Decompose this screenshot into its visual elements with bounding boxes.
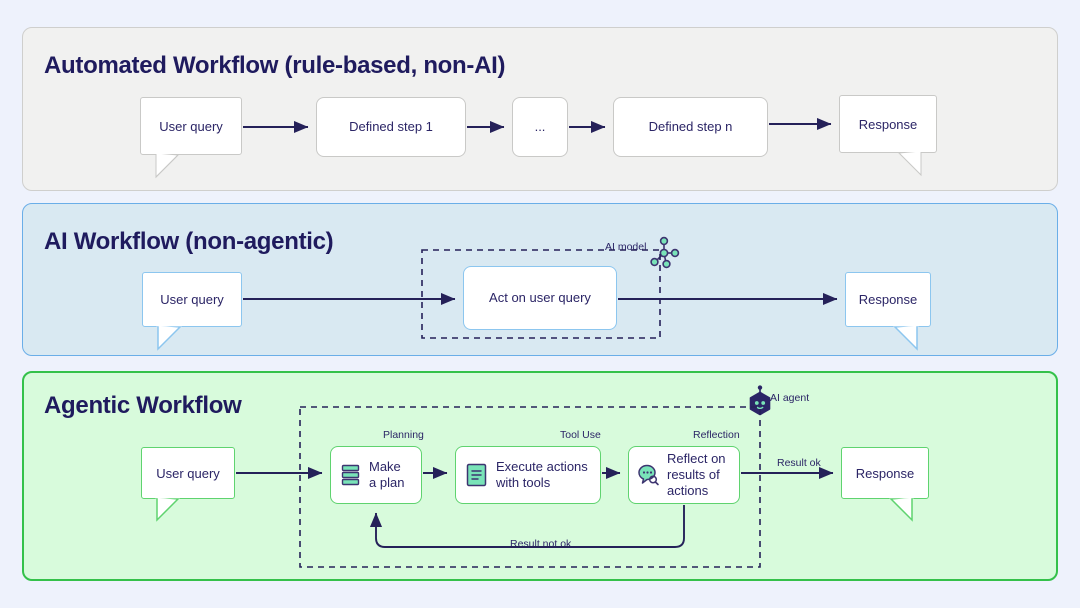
speech-tail xyxy=(155,152,180,179)
ai-response-label: Response xyxy=(845,272,931,327)
agentic-execute-actions-label: Execute actions with tools xyxy=(496,458,588,490)
automated-response-bubble: Response xyxy=(839,95,937,177)
edge-label-result-ok: Result ok xyxy=(773,457,825,469)
automated-user-query-bubble: User query xyxy=(140,97,242,179)
panel-agentic-title: Agentic Workflow xyxy=(44,392,242,419)
automated-defined-step-1-label: Defined step 1 xyxy=(349,118,433,134)
ai-agent-robot-icon xyxy=(746,385,774,422)
speech-bubble-dots-icon xyxy=(636,463,660,487)
automated-response-label: Response xyxy=(839,95,937,153)
agentic-execute-actions-with-tools: Execute actions with tools xyxy=(455,446,601,504)
ai-user-query-label: User query xyxy=(142,272,242,327)
document-lines-icon xyxy=(466,463,487,487)
automated-defined-step-1: Defined step 1 xyxy=(316,97,466,157)
automated-user-query-label: User query xyxy=(140,97,242,155)
automated-defined-step-n-label: Defined step n xyxy=(648,118,733,134)
agentic-reflect-on-results: Reflect on results of actions xyxy=(628,446,740,504)
ai-act-on-user-query: Act on user query xyxy=(463,266,617,330)
agentic-reflect-label: Reflect on results of actions xyxy=(667,450,726,499)
agentic-user-query-bubble: User query xyxy=(141,447,235,522)
caption-reflection: Reflection xyxy=(693,429,740,441)
caption-tool-use: Tool Use xyxy=(560,429,601,441)
speech-tail xyxy=(897,150,922,177)
ai-model-network-icon xyxy=(647,236,681,275)
ai-model-boundary-label: AI model xyxy=(605,241,647,253)
agentic-make-a-plan-label: Make a plan xyxy=(369,458,405,490)
automated-defined-step-n: Defined step n xyxy=(613,97,768,157)
speech-tail xyxy=(156,323,182,351)
agentic-response-label: Response xyxy=(841,447,929,499)
ai-act-on-user-query-label: Act on user query xyxy=(489,289,591,305)
automated-ellipsis-step: ... xyxy=(512,97,568,157)
ai-response-bubble: Response xyxy=(845,272,931,351)
speech-tail xyxy=(893,323,919,351)
speech-tail xyxy=(155,495,180,522)
ai-user-query-bubble: User query xyxy=(142,272,242,351)
agentic-response-bubble: Response xyxy=(841,447,929,522)
edge-label-result-not-ok: Result not ok xyxy=(506,538,576,550)
caption-planning: Planning xyxy=(383,429,424,441)
agentic-make-a-plan: Make a plan xyxy=(330,446,422,504)
panel-automated-title: Automated Workflow (rule-based, non-AI) xyxy=(44,52,506,79)
ai-agent-boundary-label: AI agent xyxy=(770,392,810,404)
panel-ai-title: AI Workflow (non-agentic) xyxy=(44,228,334,255)
speech-tail xyxy=(889,495,914,522)
automated-ellipsis-label: ... xyxy=(534,118,546,134)
agentic-user-query-label: User query xyxy=(141,447,235,499)
plan-stack-icon xyxy=(341,464,360,486)
